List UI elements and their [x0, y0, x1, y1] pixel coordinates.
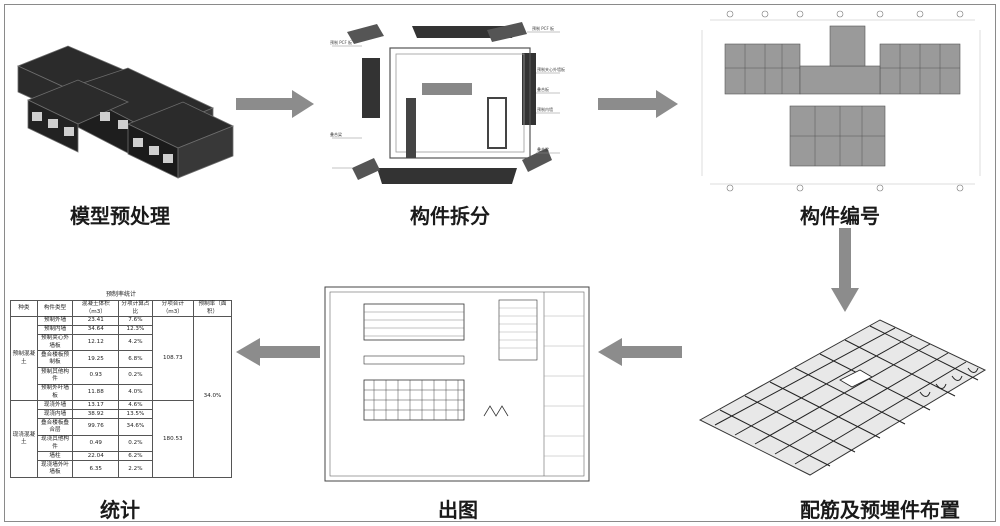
- component-split-image: 预制 PCF 板 预制夹心外墙板 叠合板 预制内墙 叠合梁 预制 PCF 板 叠…: [330, 22, 565, 184]
- step-label-rebar: 配筋及预埋件布置: [800, 498, 960, 522]
- cell: 0.93: [72, 367, 120, 385]
- prefab-rate: 34.0%: [192, 316, 233, 478]
- cell: 预制夹心外墙板: [36, 333, 74, 352]
- cell: 0.2%: [118, 367, 153, 385]
- cell: 现浇内墙: [36, 409, 74, 420]
- cell: 预制外叶墙板: [36, 383, 74, 402]
- cell: 墙柱: [36, 451, 74, 462]
- col-header: 构件类型: [36, 300, 74, 317]
- cell: 预制外墙: [36, 316, 74, 326]
- cell: 现浇其他构件: [36, 434, 74, 453]
- col-header: 分项合计（m3）: [151, 300, 194, 317]
- col-header: 预制率（面积）: [192, 300, 233, 317]
- arrow-left-icon: [236, 338, 320, 366]
- cell: 预制其他构件: [36, 367, 74, 385]
- cell: 34.64: [72, 324, 120, 335]
- cell: 现浇墙外叶墙板: [36, 460, 74, 478]
- arrow-right-icon: [236, 90, 314, 118]
- svg-text:预制 PCF 板: 预制 PCF 板: [532, 25, 554, 31]
- arrow-left-icon: [598, 338, 682, 366]
- step-label-stats: 统计: [100, 498, 140, 522]
- cell: 叠合楼板叠合层: [36, 418, 74, 436]
- svg-text:叠合板: 叠合板: [537, 86, 549, 92]
- model-preprocess-image: [16, 45, 234, 179]
- cell: 38.92: [72, 409, 120, 420]
- cell: 4.0%: [118, 383, 153, 402]
- svg-text:预制 PCF 板: 预制 PCF 板: [330, 39, 352, 45]
- col-header: 分项计算占比: [118, 300, 153, 317]
- cell: 22.04: [72, 451, 120, 462]
- step-label-drawing: 出图: [438, 498, 478, 522]
- cell: 6.8%: [118, 350, 153, 369]
- svg-text:叠合梁: 叠合梁: [330, 131, 342, 137]
- col-header: 混凝土体积（m3）: [72, 300, 120, 317]
- cell: 4.6%: [118, 400, 153, 411]
- cell: 0.2%: [118, 434, 153, 453]
- cell: 11.88: [72, 383, 120, 402]
- arrow-down-icon: [831, 228, 859, 312]
- svg-text:叠合梁: 叠合梁: [537, 146, 549, 152]
- cell: 预制内墙: [36, 324, 74, 335]
- cell: 2.2%: [118, 460, 153, 478]
- cell: 13.5%: [118, 409, 153, 420]
- cell: 23.41: [72, 316, 120, 326]
- cell: 6.2%: [118, 451, 153, 462]
- cell: 6.35: [72, 460, 120, 478]
- cell: 叠合楼板预制板: [36, 350, 74, 369]
- cell: 4.2%: [118, 333, 153, 352]
- component-numbering-image: [701, 10, 981, 192]
- cell: 0.49: [72, 434, 120, 453]
- cell: 12.3%: [118, 324, 153, 335]
- step-label-number: 构件编号: [800, 204, 880, 228]
- step-label-split: 构件拆分: [410, 204, 490, 228]
- cell: 7.6%: [118, 316, 153, 326]
- svg-text:预制内墙: 预制内墙: [537, 106, 553, 112]
- cell: 99.76: [72, 418, 120, 436]
- arrow-right-icon: [598, 90, 678, 118]
- rebar-layout-image: [698, 319, 987, 476]
- cell: 34.6%: [118, 418, 153, 436]
- cell: 12.12: [72, 333, 120, 352]
- cell: 现浇外墙: [36, 400, 74, 411]
- stats-table-title: 预制率统计: [105, 291, 136, 299]
- cell: 13.17: [72, 400, 120, 411]
- cell: 19.25: [72, 350, 120, 369]
- step-label-model: 模型预处理: [70, 204, 170, 228]
- col-header: 种类: [10, 300, 38, 317]
- subtotal: 180.53: [151, 400, 194, 478]
- svg-text:预制夹心外墙板: 预制夹心外墙板: [537, 66, 565, 72]
- subtotal: 108.73: [151, 315, 194, 402]
- diagram-frame: [4, 4, 996, 522]
- group-label: 预制混凝土: [10, 315, 38, 402]
- stats-table: 预制率统计 种类 构件类型 混凝土体积（m3） 分项计算占比 分项合计（m3） …: [10, 290, 233, 478]
- shop-drawing-image: [324, 286, 590, 482]
- group-label: 现浇混凝土: [10, 400, 38, 478]
